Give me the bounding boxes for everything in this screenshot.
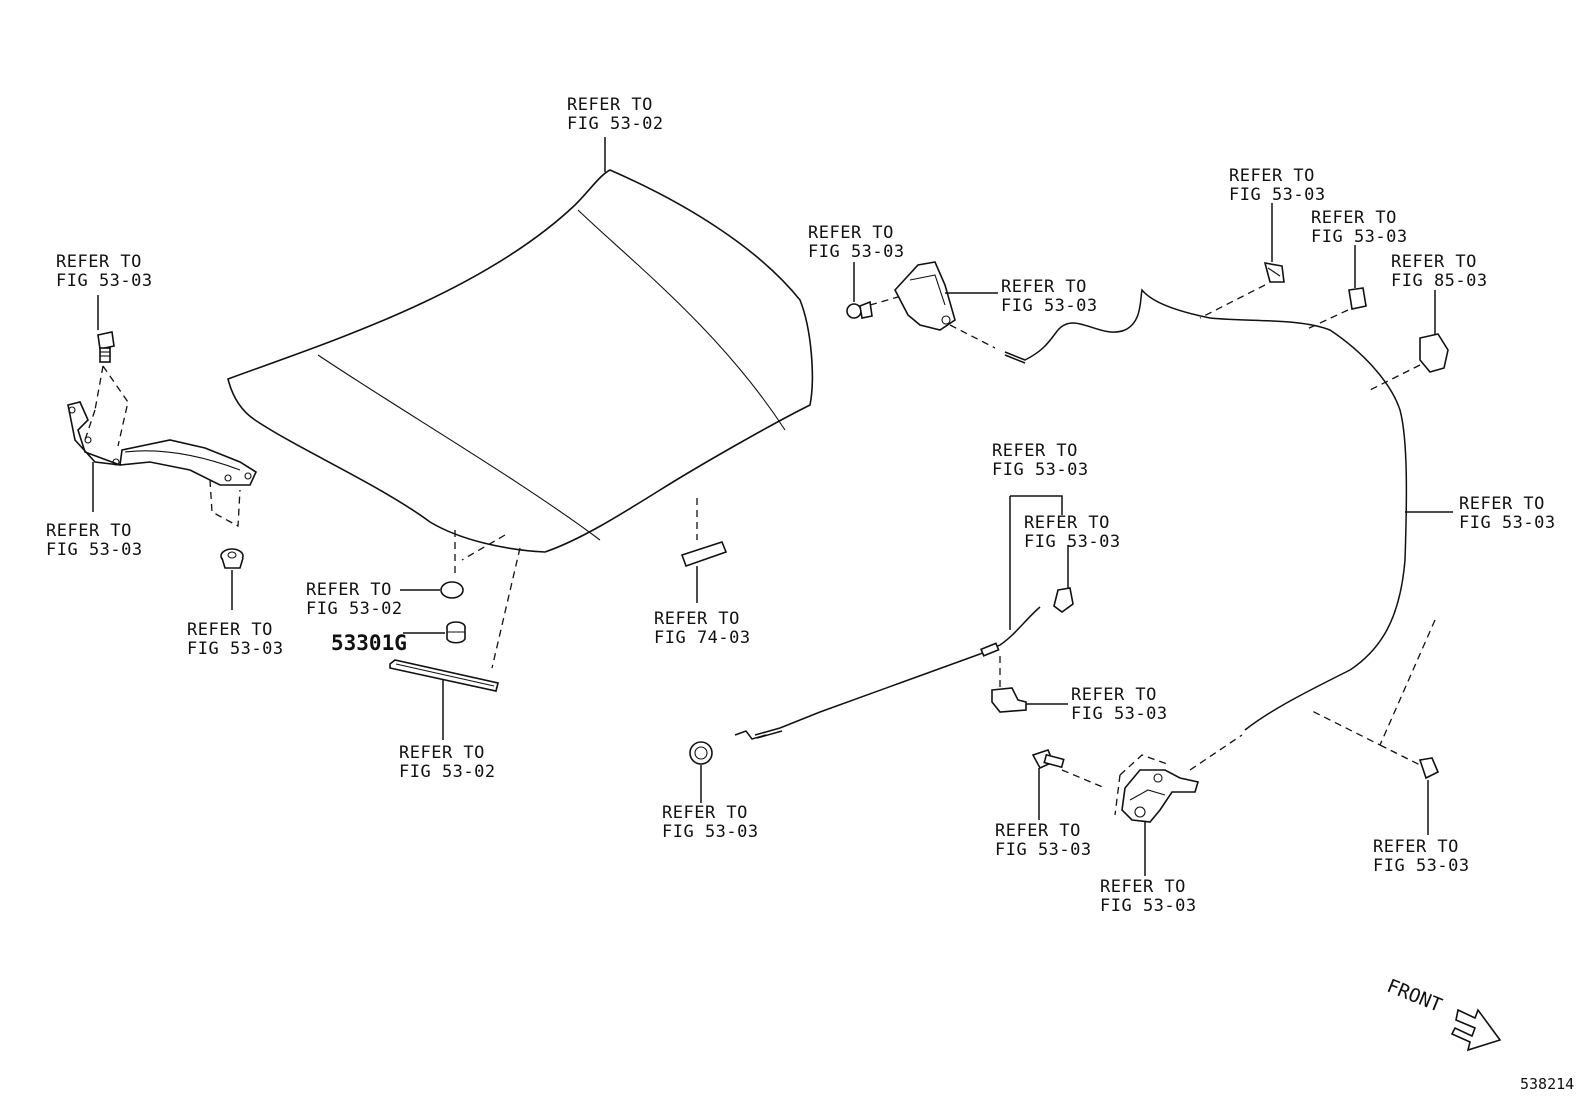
part-number-label: 53301G <box>331 631 407 655</box>
left-hinge-part[interactable] <box>67 401 258 486</box>
lock-bracket-part[interactable] <box>894 261 956 331</box>
clip-c-part[interactable] <box>1419 333 1449 373</box>
release-cable-main[interactable] <box>1004 288 1408 731</box>
clip-b-part[interactable] <box>1348 287 1367 310</box>
left-bolt-part[interactable] <box>97 331 115 363</box>
grommet-part[interactable] <box>689 741 713 765</box>
release-clip-part[interactable] <box>1053 587 1074 613</box>
latch-part[interactable] <box>1121 769 1200 823</box>
seal-strip-part[interactable] <box>389 659 499 692</box>
cushion-top-part[interactable] <box>440 581 464 599</box>
label-plate-part[interactable] <box>680 541 728 568</box>
latch-bolt-part[interactable] <box>1031 749 1065 770</box>
front-arrow-icon <box>1450 1008 1502 1052</box>
clip-d-part[interactable] <box>1418 757 1440 780</box>
lock-bolt-part[interactable] <box>846 300 873 319</box>
cushion-53301G-part[interactable] <box>446 621 466 644</box>
left-nut-part[interactable] <box>220 548 244 569</box>
hood-panel[interactable] <box>227 169 814 553</box>
figure-id-label: 538214 <box>1520 1075 1575 1093</box>
release-handle-part[interactable] <box>991 687 1027 713</box>
clip-a-part[interactable] <box>1263 261 1285 283</box>
release-cable-inner[interactable] <box>734 606 1041 740</box>
